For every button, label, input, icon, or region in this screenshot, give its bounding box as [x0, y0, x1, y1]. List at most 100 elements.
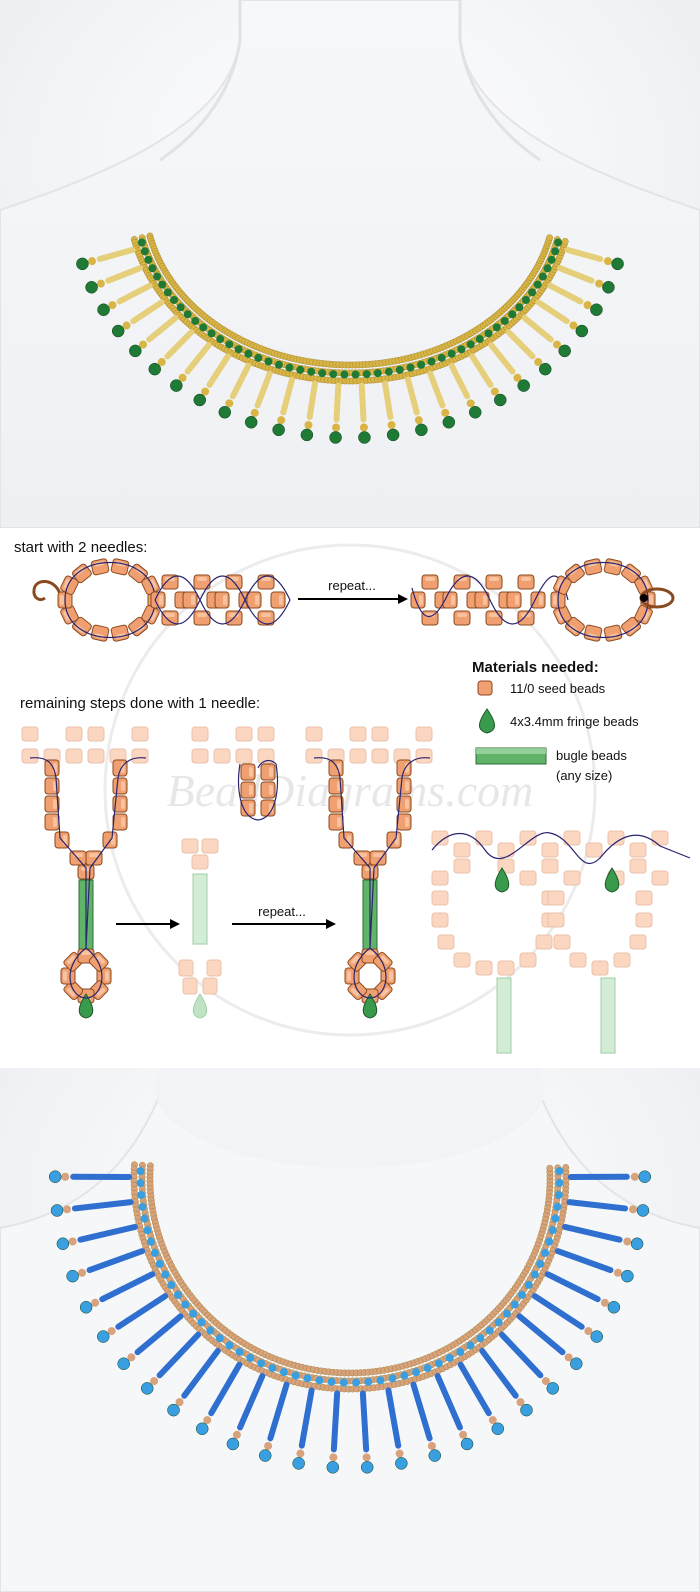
- seed-bead: [44, 813, 60, 831]
- fringe-seed: [139, 340, 148, 349]
- fringe-bugle: [330, 1390, 341, 1453]
- seed-bead: [603, 624, 623, 642]
- bust-form: [0, 0, 700, 528]
- fringe-drop: [491, 1422, 505, 1436]
- accent-bead: [553, 1202, 562, 1211]
- fringe-bugle: [498, 1331, 544, 1379]
- fringe-bugle: [521, 314, 554, 343]
- material-bugle-beads-size: (any size): [556, 768, 612, 783]
- seed-bead: [517, 574, 535, 590]
- accent-bead: [137, 1190, 146, 1199]
- seed-bead-ghost: [131, 726, 149, 742]
- fringe-drop: [50, 1204, 64, 1217]
- fringe-bead: [78, 993, 94, 1019]
- accent-bead: [447, 349, 456, 358]
- fringe-drop: [300, 428, 314, 442]
- accent-bead: [554, 238, 563, 247]
- seed-bead: [396, 759, 412, 777]
- material-fringe-beads: 4x3.4mm fringe beads: [510, 714, 639, 729]
- thread-path: [411, 575, 569, 625]
- fringe-drop: [129, 344, 142, 358]
- accent-bead: [412, 1368, 421, 1377]
- fringe-drop: [630, 1237, 644, 1251]
- accent-bead: [423, 1364, 432, 1373]
- fringe-seed: [387, 421, 396, 430]
- accent-bead: [340, 370, 349, 379]
- fringe-bugle: [562, 1223, 623, 1243]
- fringe-drop: [97, 303, 110, 316]
- accent-bead: [533, 280, 542, 289]
- necklace-bead: [546, 234, 553, 242]
- accent-bead: [176, 303, 185, 312]
- accent-bead: [554, 1190, 563, 1199]
- fringe-bugle: [544, 1271, 601, 1303]
- seed-bead-ghost: [235, 748, 253, 764]
- fringe-drop: [558, 344, 571, 358]
- fringe-seed: [68, 1237, 77, 1246]
- seed-bead: [112, 777, 128, 795]
- accent-bead: [388, 1374, 397, 1383]
- seed-bead-ghost: [651, 830, 669, 846]
- fringe-drop: [602, 281, 615, 294]
- accent-bead: [197, 1318, 206, 1327]
- accent-bead: [494, 1318, 503, 1327]
- accent-bead: [137, 238, 146, 247]
- fringe-drop: [76, 257, 89, 271]
- seed-bead: [328, 795, 344, 813]
- fringe-seed: [414, 416, 423, 425]
- fringe-bugle: [505, 329, 536, 360]
- seed-bead-ghost: [191, 854, 209, 870]
- accent-bead: [181, 1300, 190, 1309]
- fringe-seed: [569, 321, 578, 330]
- fringe-bead-icon: [479, 708, 495, 734]
- fringe-drop: [117, 1357, 130, 1370]
- accent-bead: [352, 1378, 361, 1387]
- accent-bead: [274, 360, 283, 369]
- accent-bead: [161, 1270, 170, 1279]
- fringe-bead: [494, 867, 510, 893]
- step1-chain-start: [32, 558, 291, 642]
- fringe-drop: [96, 1330, 110, 1343]
- seed-bead-ghost: [547, 890, 565, 906]
- repeat-arrow-bottom: repeat...: [232, 904, 336, 929]
- fringe-bugle: [298, 1387, 315, 1449]
- accent-bead: [155, 1259, 164, 1268]
- fringe-seed: [178, 373, 187, 382]
- seed-bead: [257, 574, 275, 590]
- material-bugle-beads: bugle beads: [556, 748, 627, 763]
- fringe-drop: [195, 1422, 209, 1436]
- fringe-bead-ghost: [192, 993, 208, 1019]
- accent-bead: [158, 280, 167, 289]
- seed-bead: [583, 558, 603, 576]
- accent-bead: [484, 329, 493, 338]
- seed-bead-ghost: [206, 959, 222, 977]
- seed-bead: [112, 759, 128, 777]
- accent-bead: [541, 1248, 550, 1257]
- seed-bead-icon: [477, 680, 493, 696]
- seed-bead: [328, 777, 344, 795]
- seed-bead-ghost: [305, 748, 323, 764]
- seed-bead-ghost: [87, 748, 105, 764]
- seed-bead-ghost: [305, 726, 323, 742]
- fringe-drop: [326, 1461, 340, 1474]
- seed-bead-ghost: [191, 726, 209, 742]
- accent-bead: [264, 357, 273, 366]
- fringe-drop: [170, 379, 183, 392]
- accent-bead: [215, 1334, 224, 1343]
- accent-bead: [150, 1248, 159, 1257]
- fringe-drop: [538, 362, 552, 376]
- seed-bead: [583, 624, 603, 642]
- fringe-drop: [636, 1204, 650, 1217]
- fringe-seed: [157, 358, 166, 367]
- accent-bead: [246, 1353, 255, 1362]
- seed-bead: [90, 624, 110, 642]
- fringe-seed: [564, 1353, 573, 1362]
- gold-green-necklace-photo: [0, 0, 700, 528]
- seed-bead: [161, 610, 179, 626]
- fringe-bugle: [488, 342, 516, 375]
- seed-bead-ghost: [475, 960, 493, 976]
- fringe-bugle: [134, 1313, 184, 1356]
- fringe-drop: [638, 1170, 652, 1183]
- accent-bead: [362, 370, 371, 379]
- seed-bead-ghost: [431, 870, 449, 886]
